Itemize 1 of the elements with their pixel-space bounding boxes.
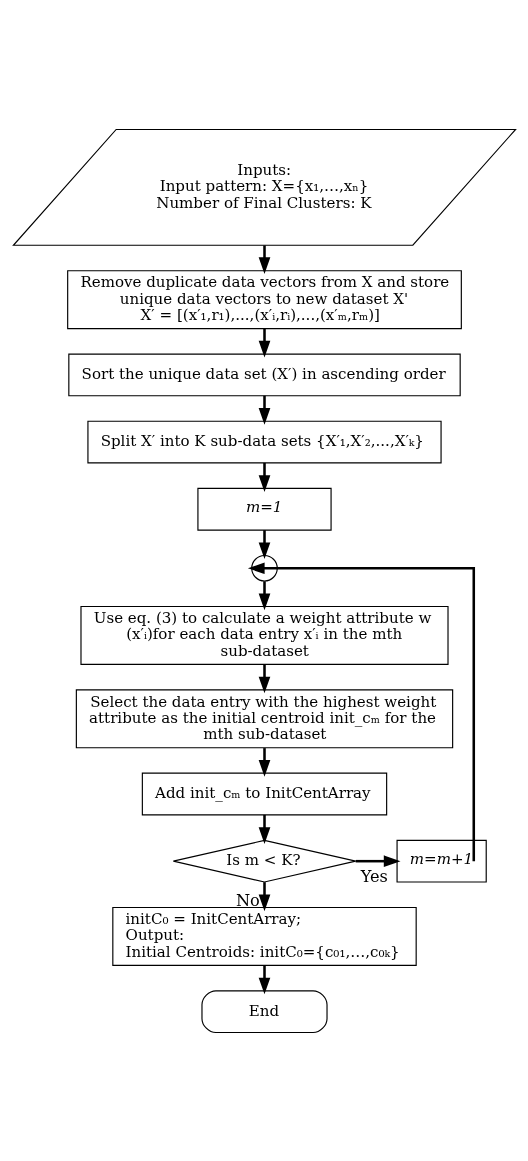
edge-label: Yes: [360, 866, 388, 886]
